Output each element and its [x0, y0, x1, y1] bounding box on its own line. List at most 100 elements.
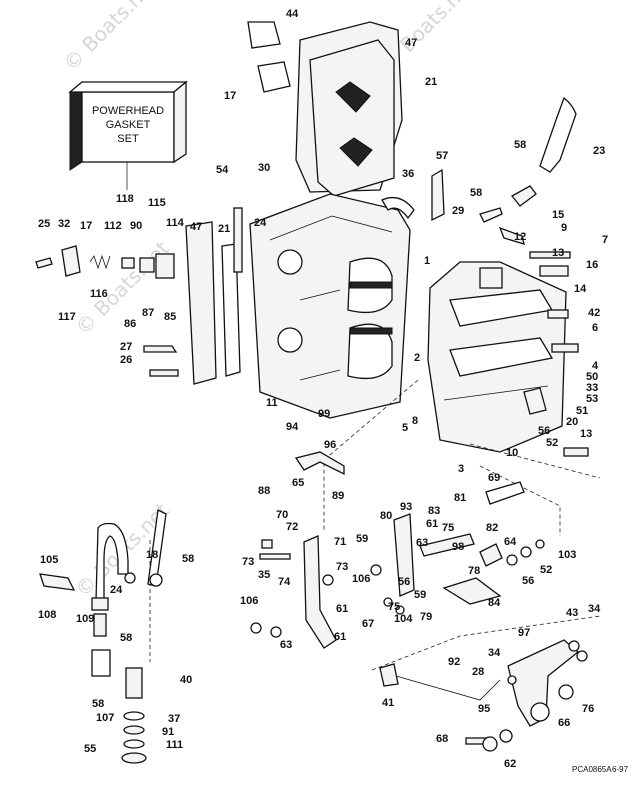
part-callout: 58 [514, 139, 526, 151]
part-callout: 44 [286, 8, 299, 20]
gasket-box-line: SET [117, 133, 139, 145]
part-callout: 82 [486, 522, 498, 534]
gasket-set-callout: 118 [116, 193, 134, 205]
part-callout: 67 [362, 618, 374, 630]
part-callout: 111 [166, 739, 183, 751]
left-small-parts [35, 245, 179, 377]
part-callout: 21 [425, 76, 437, 88]
part-callout: 58 [182, 553, 194, 565]
part-callout: 37 [168, 713, 180, 725]
part-callout: 54 [216, 164, 229, 176]
part-callout: 66 [558, 717, 570, 729]
part-callout: 35 [258, 569, 270, 581]
gasket-box-face [81, 91, 175, 163]
gasket-set-box: POWERHEAD GASKET SET [68, 80, 188, 190]
part-callout: 71 [334, 536, 346, 548]
part-callout: 10 [506, 447, 518, 459]
part-callout: 115 [148, 197, 166, 209]
part-callout: 51 [576, 405, 588, 417]
watermark: © Boats.net [59, 0, 162, 76]
upper-right-parts [381, 96, 589, 457]
lower-left-parts [39, 509, 167, 764]
part-callout: 1 [424, 255, 430, 267]
part-callout: 70 [276, 509, 288, 521]
part-callout: 64 [504, 536, 517, 548]
part-callout: 63 [416, 537, 428, 549]
part-callout: 3 [458, 463, 464, 475]
part-callout: 96 [324, 439, 336, 451]
part-callout: 85 [164, 311, 176, 323]
part-callout: 105 [40, 554, 58, 566]
part-callout: 73 [242, 556, 254, 568]
part-callout: 97 [518, 627, 530, 639]
part-callout: 50 [586, 371, 598, 383]
throttle-linkage [250, 451, 545, 649]
part-callout: 7 [602, 234, 608, 246]
part-callout: 86 [124, 318, 136, 330]
exhaust-cover [185, 207, 243, 385]
part-callout: 87 [142, 307, 154, 319]
part-callout: 104 [394, 613, 413, 625]
part-callout: 80 [380, 510, 392, 522]
part-callout: 5 [402, 422, 408, 434]
part-callout: 14 [574, 283, 587, 295]
part-callout: 43 [566, 607, 578, 619]
drawing-ref-code: PCA0865A [572, 765, 612, 774]
part-callout: 75 [442, 522, 454, 534]
part-callout: 84 [488, 597, 501, 609]
part-callout: 59 [414, 589, 426, 601]
part-callout: 4 [592, 360, 599, 372]
part-callout: 61 [334, 631, 346, 643]
part-callout: 88 [258, 485, 270, 497]
part-callout: 75 [388, 601, 400, 613]
part-callout: 52 [540, 564, 552, 576]
alignment-lines [149, 379, 601, 671]
part-callout: 16 [586, 259, 598, 271]
part-callout: 98 [452, 541, 464, 553]
part-callout: 108 [38, 609, 56, 621]
part-callout: 40 [180, 674, 192, 686]
part-callout: 63 [280, 639, 292, 651]
part-callout: 9 [561, 222, 567, 234]
part-callout: 52 [546, 437, 558, 449]
part-callout: 78 [468, 565, 480, 577]
part-callout: 90 [130, 220, 142, 232]
part-callout: 73 [336, 561, 348, 573]
gasket-box-line: GASKET [106, 119, 151, 131]
part-callout: 92 [448, 656, 460, 668]
part-callout: 58 [470, 187, 482, 199]
part-callout: 30 [258, 162, 270, 174]
part-callout: 13 [552, 247, 564, 259]
part-callout: 27 [120, 341, 132, 353]
part-callout: 99 [318, 408, 330, 420]
drawing-reference: PCA0865A 6-97 [572, 765, 629, 774]
part-callout: 53 [586, 393, 598, 405]
part-callout: 76 [582, 703, 594, 715]
part-callout: 24 [110, 584, 123, 596]
part-callout: 36 [402, 168, 414, 180]
part-callout: 17 [224, 90, 236, 102]
part-callout: 107 [96, 712, 114, 724]
cylinder-head-cover [247, 21, 403, 197]
part-callout: 18 [146, 549, 158, 561]
part-callout: 58 [92, 698, 104, 710]
part-callout: 117 [58, 311, 76, 323]
part-callout: 21 [218, 223, 230, 235]
part-callout: 34 [588, 603, 601, 615]
part-callout: 26 [120, 354, 132, 366]
part-callout: 103 [558, 549, 576, 561]
fitting-part [431, 168, 445, 222]
part-callout: 34 [488, 647, 501, 659]
part-callout: 81 [454, 492, 466, 504]
part-callout: 47 [190, 221, 202, 233]
part-callout: 56 [522, 575, 534, 587]
part-callout: 57 [436, 150, 448, 162]
gasket-part [257, 61, 291, 93]
part-callout: 93 [400, 501, 412, 513]
part-callout: 41 [382, 697, 394, 709]
cylinder-block [249, 193, 411, 419]
gasket-box-top [68, 81, 188, 93]
part-callout: 62 [504, 758, 516, 770]
part-callout: 91 [162, 726, 174, 738]
